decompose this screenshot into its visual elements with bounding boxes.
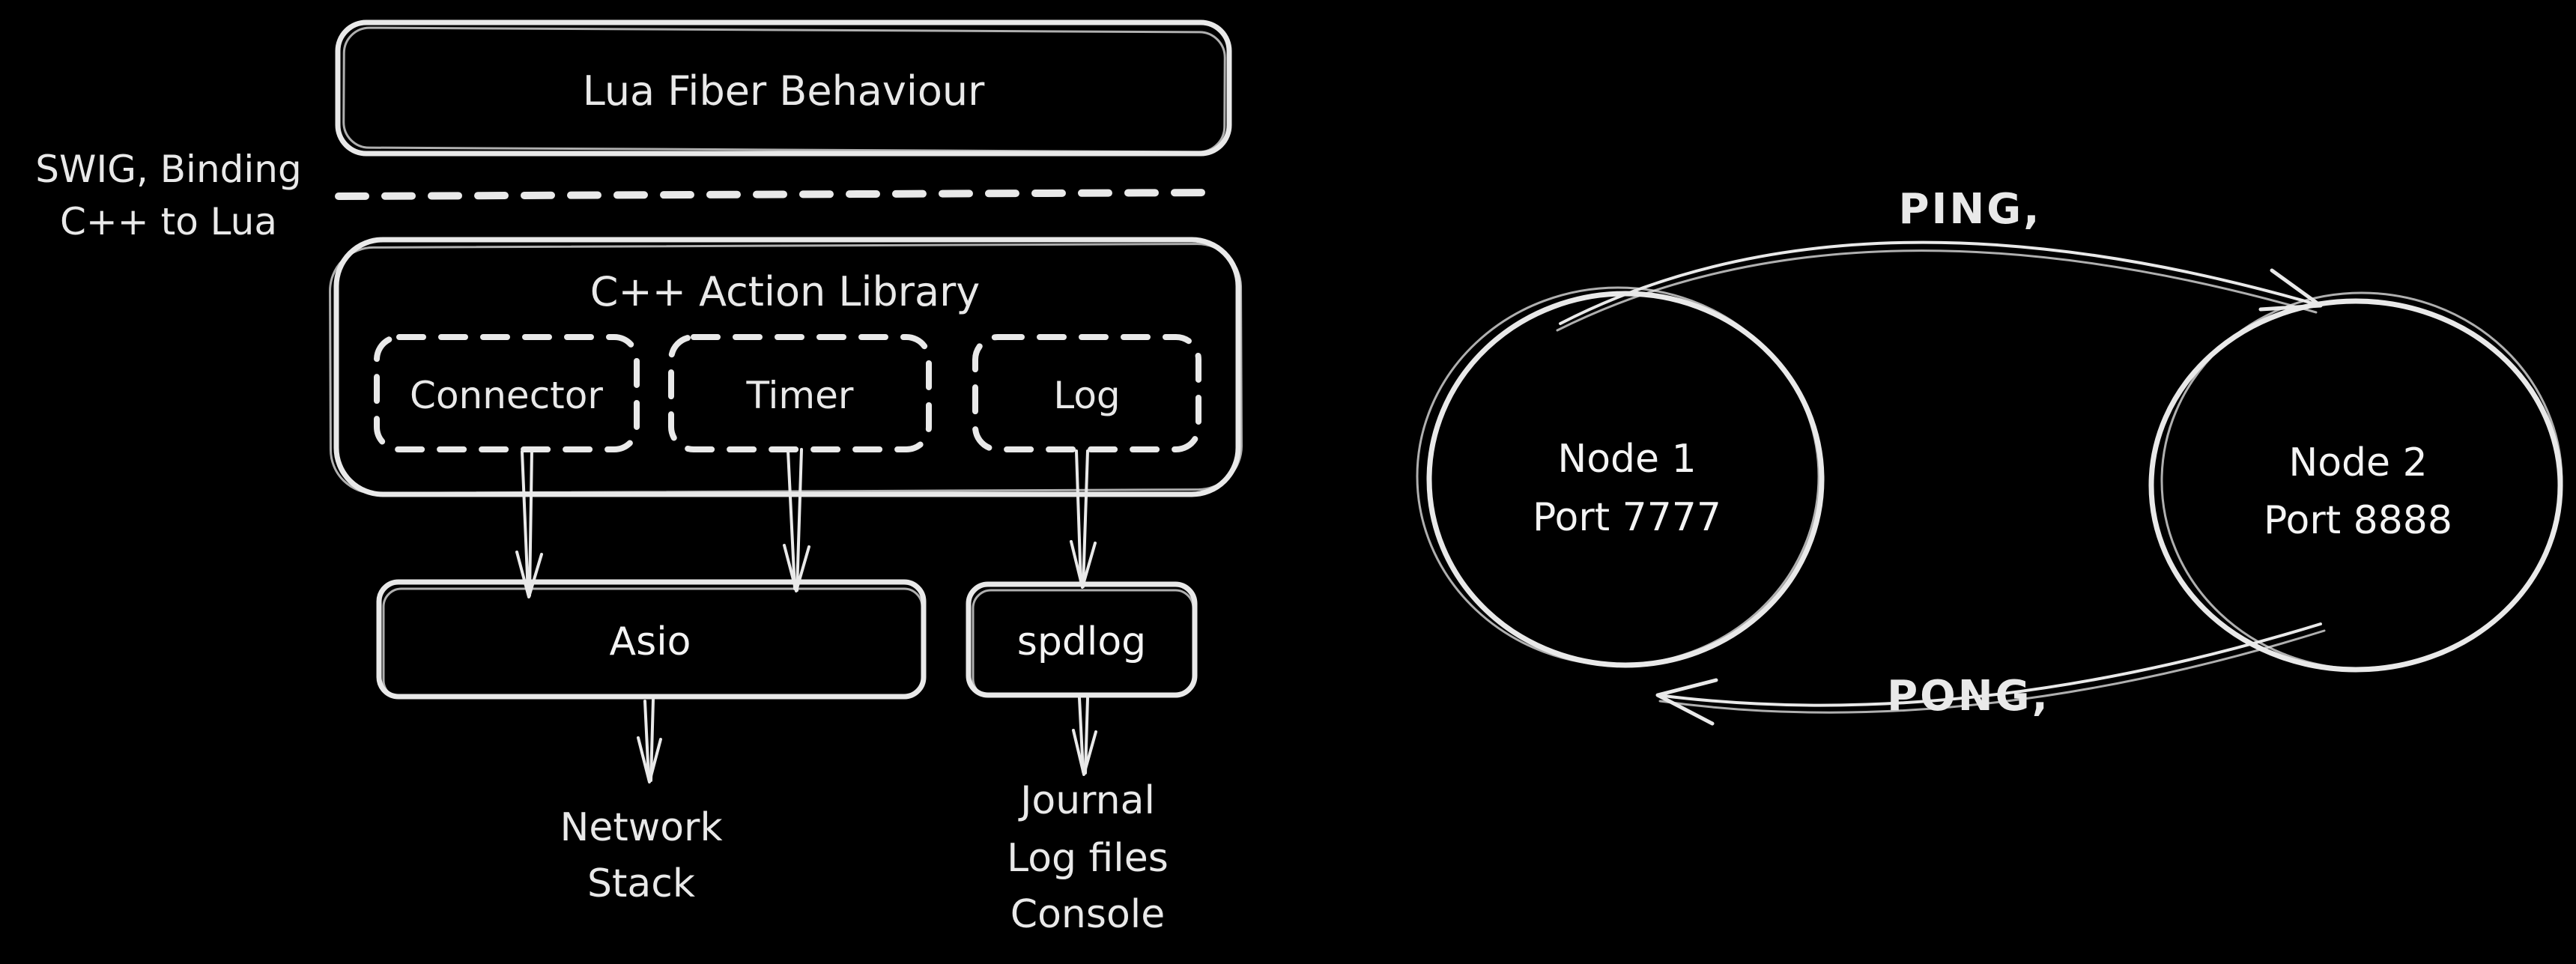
connector-to-asio-arrow [515, 449, 543, 598]
journal-label-line3: Console [1010, 892, 1165, 937]
cpp-action-library-box-sketch-line [329, 243, 1243, 494]
swig-binding-label-line2: C++ to Lua [60, 200, 277, 243]
spdlog-box: spdlog [966, 581, 1198, 698]
connector-module: Connector [374, 334, 640, 452]
node1-circle-sketch-line [1416, 286, 1820, 667]
pong-arrowhead [1655, 678, 1718, 726]
swig-binding-label-line1: SWIG, Binding [35, 148, 301, 191]
ping-pong-diagram: Node 1 Port 7777 Node 2 Port 8888 PING, … [1416, 185, 2563, 726]
node1-label-line1: Node 1 [1557, 437, 1696, 482]
asio-box-sketch-line [382, 587, 924, 700]
spdlog-label: spdlog [1017, 619, 1146, 664]
ping-arrowhead [2258, 268, 2323, 312]
asio-to-network-arrow [637, 698, 662, 783]
timer-module-label: Timer [746, 374, 854, 417]
node1-label-line2: Port 7777 [1533, 495, 1721, 540]
node1: Node 1 Port 7777 [1416, 286, 1825, 668]
node2-circle-sketch-line [2160, 291, 2563, 670]
cpp-action-library-title: C++ Action Library [590, 268, 980, 315]
pong-label: PONG, [1887, 672, 2050, 721]
connector-module-label: Connector [410, 374, 603, 417]
timer-module: Timer [668, 334, 932, 452]
ping-label: PING, [1899, 185, 2042, 234]
node2-label-line2: Port 8888 [2264, 498, 2452, 543]
stack-diagram: Lua Fiber Behaviour SWIG, Binding C++ to… [35, 19, 1243, 937]
spdlog-box-rect [966, 581, 1198, 698]
node2-label-line1: Node 2 [2288, 440, 2427, 485]
cpp-action-library-box [333, 237, 1241, 497]
asio-label: Asio [610, 619, 691, 664]
log-module: Log [972, 334, 1201, 452]
lua-fiber-behaviour-box-sketch-line [342, 26, 1226, 154]
node2: Node 2 Port 8888 [2148, 291, 2563, 673]
journal-label-line1: Journal [1018, 778, 1155, 823]
pong-arrow [1655, 622, 2326, 726]
spdlog-box-sketch-line [972, 589, 1195, 698]
log-module-box [972, 334, 1201, 452]
swig-separator-dashed-line [335, 189, 1221, 200]
timer-module-box [668, 334, 932, 452]
asio-box-rect [376, 579, 927, 700]
lua-fiber-behaviour-box [335, 19, 1232, 157]
network-stack-label-line1: Network [560, 805, 722, 850]
timer-to-asio-arrow [783, 448, 810, 592]
journal-label-line2: Log files [1007, 836, 1169, 881]
spdlog-to-journal-arrow [1072, 697, 1097, 776]
log-module-label: Log [1053, 374, 1120, 417]
asio-box: Asio [376, 579, 927, 700]
ping-arrow [1556, 240, 2323, 332]
log-to-spdlog-arrow [1070, 449, 1097, 589]
connector-module-box [374, 334, 640, 452]
lua-fiber-behaviour-label: Lua Fiber Behaviour [583, 67, 985, 115]
network-stack-label-line2: Stack [587, 861, 695, 906]
